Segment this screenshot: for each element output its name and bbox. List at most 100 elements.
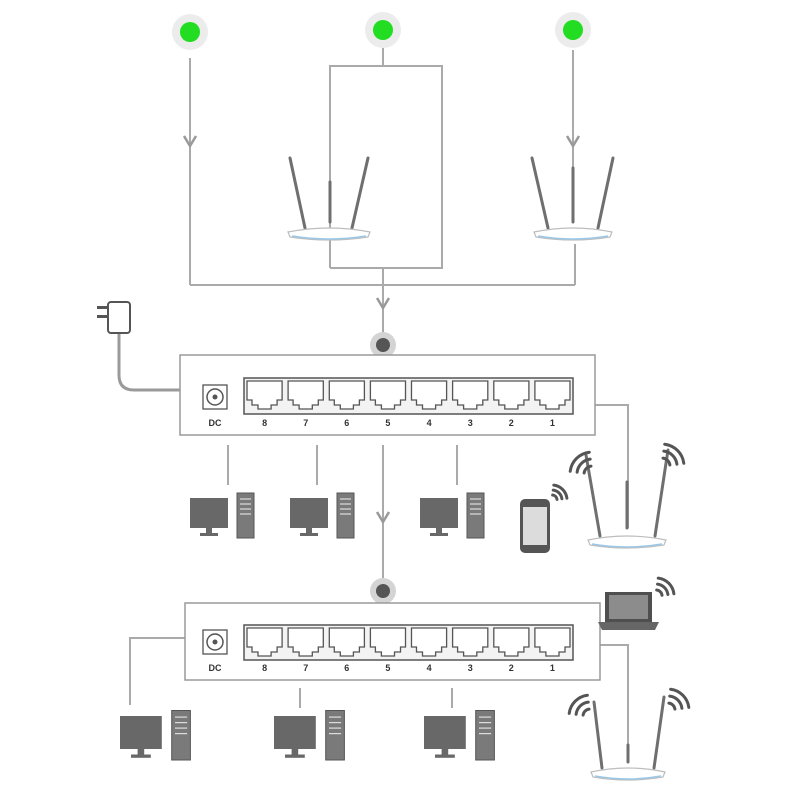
ethernet-port-icon	[534, 627, 571, 657]
antenna	[592, 700, 604, 770]
desktop-computer-icon	[424, 710, 495, 761]
wifi-arc	[661, 456, 672, 467]
wifi-arc	[568, 450, 591, 473]
dc-jack-pin	[212, 639, 218, 645]
arrow-down-icon	[375, 511, 391, 524]
wifi-arc	[655, 588, 664, 597]
router-stripe	[537, 235, 609, 240]
connection-lines	[129, 48, 629, 745]
wifi-arc	[669, 687, 691, 709]
wifi-signal-icon	[655, 576, 676, 597]
wifi-signal-icon	[667, 687, 691, 711]
ethernet-port-icon	[246, 627, 283, 657]
desktop-computer-icon	[120, 710, 191, 761]
antenna	[350, 156, 370, 230]
ethernet-port-icon	[328, 627, 366, 657]
antenna	[596, 156, 615, 230]
wifi-arc	[667, 701, 677, 711]
pc-tower-icon	[336, 492, 355, 539]
antenna	[530, 156, 550, 230]
router-stripe	[291, 235, 367, 240]
wifi-arc	[567, 693, 589, 715]
monitor-stand	[306, 528, 312, 533]
link-switch-2-pc-1	[129, 637, 185, 705]
port-number: 6	[344, 663, 349, 673]
port-number: 8	[262, 418, 267, 428]
ethernet-port-icon	[287, 627, 324, 657]
router-stripe	[594, 775, 662, 780]
ethernet-port-icon	[493, 627, 530, 657]
desktop-computer-icon	[274, 710, 345, 761]
wifi-arc	[668, 694, 684, 710]
ethernet-port-icon	[369, 627, 407, 657]
port-number: 2	[509, 418, 514, 428]
dc-label: DC	[209, 418, 222, 428]
flow-arrows	[182, 135, 581, 524]
hub-dot-2	[370, 578, 396, 604]
monitor-base	[200, 533, 218, 536]
wifi-arc	[574, 700, 590, 716]
monitor-base	[300, 533, 318, 536]
laptop-base	[598, 622, 659, 630]
monitor-base	[435, 754, 455, 758]
port-number: 4	[427, 418, 432, 428]
laptop-screen	[609, 595, 648, 619]
router-3	[568, 442, 686, 549]
pc-tower-icon	[466, 492, 485, 539]
pc-tower-icon	[236, 492, 255, 539]
hub-dot-1	[370, 332, 396, 358]
wifi-arc	[656, 576, 676, 596]
port-number: 2	[509, 663, 514, 673]
antenna	[288, 156, 307, 230]
arrow-down-icon	[182, 135, 198, 148]
router-2	[530, 156, 615, 241]
adapter-body	[107, 301, 131, 334]
link-switch-2-to-router	[600, 644, 629, 745]
port-number: 1	[550, 418, 555, 428]
smartphone-icon	[520, 483, 569, 553]
wifi-signal-icon	[661, 442, 686, 467]
wifi-router-icon	[590, 767, 666, 781]
green-node-icon	[180, 22, 200, 42]
arrow-down-icon	[565, 135, 581, 148]
wifi-arc	[551, 488, 564, 501]
ethernet-port-icon	[369, 380, 407, 410]
port-number: 5	[385, 663, 390, 673]
wifi-arc	[656, 582, 670, 596]
dc-jack-ring	[206, 388, 224, 406]
source-node-2	[365, 12, 401, 48]
adapter-cord	[117, 333, 180, 392]
monitor-base	[285, 754, 305, 758]
port-number: 8	[262, 663, 267, 673]
pc-tower-icon	[171, 710, 191, 761]
port-number: 7	[303, 663, 308, 673]
wifi-router-icon	[287, 227, 371, 241]
ethernet-port-icon	[328, 380, 366, 410]
adapter-prong	[97, 306, 108, 309]
ethernet-port-icon	[410, 627, 448, 657]
gray-hub-dot-icon	[376, 338, 390, 352]
monitor-stand	[137, 749, 145, 755]
port-number: 1	[550, 663, 555, 673]
power-adapter-icon	[97, 301, 180, 392]
laptop-icon	[598, 576, 676, 630]
monitor-icon	[290, 498, 328, 528]
wifi-arc	[582, 464, 593, 475]
monitor-stand	[291, 749, 299, 755]
green-node-icon	[563, 20, 583, 40]
desktop-computer-icon	[190, 492, 255, 539]
ethernet-port-icon	[493, 380, 530, 410]
monitor-icon	[274, 716, 316, 749]
wifi-arc	[581, 707, 591, 717]
wifi-router-icon	[533, 227, 613, 241]
arrow-down-icon	[375, 297, 391, 310]
ethernet-port-icon	[451, 380, 489, 410]
desktop-computer-icon	[420, 492, 485, 539]
router-1	[287, 156, 371, 241]
monitor-stand	[436, 528, 442, 533]
dc-label: DC	[209, 663, 222, 673]
pc-tower-icon	[325, 710, 345, 761]
